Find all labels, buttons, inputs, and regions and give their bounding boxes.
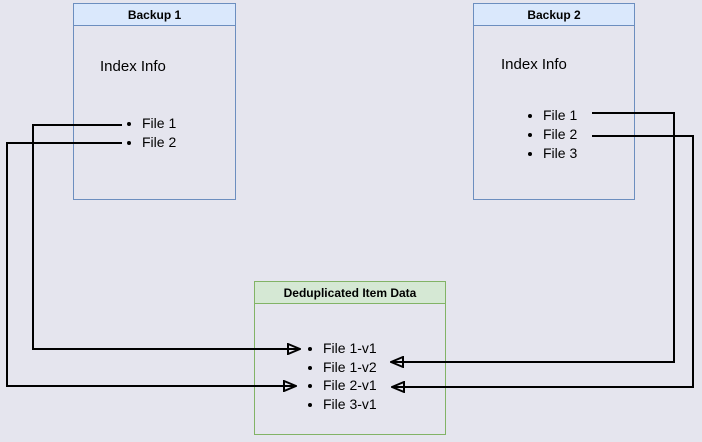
backup2-subtitle: Index Info	[501, 56, 567, 73]
backup1-title: Backup 1	[74, 4, 235, 26]
list-item: File 1-v2	[323, 358, 377, 377]
backup1-box: Backup 1 Index Info File 1 File 2	[73, 3, 236, 200]
backup2-file-list: File 1 File 2 File 3	[525, 106, 577, 163]
backup1-subtitle: Index Info	[100, 58, 166, 75]
dedup-box: Deduplicated Item Data File 1-v1 File 1-…	[254, 281, 446, 435]
backup2-box: Backup 2 Index Info File 1 File 2 File 3	[473, 3, 635, 200]
list-item: File 2	[543, 125, 577, 144]
backup2-title: Backup 2	[474, 4, 634, 26]
backup1-file-list: File 1 File 2	[124, 114, 176, 151]
list-item: File 3	[543, 144, 577, 163]
list-item: File 1	[543, 106, 577, 125]
list-item: File 1-v1	[323, 339, 377, 358]
dedup-item-list: File 1-v1 File 1-v2 File 2-v1 File 3-v1	[305, 339, 377, 413]
dedup-title: Deduplicated Item Data	[255, 282, 445, 304]
list-item: File 3-v1	[323, 395, 377, 414]
list-item: File 2	[142, 133, 176, 152]
list-item: File 2-v1	[323, 376, 377, 395]
list-item: File 1	[142, 114, 176, 133]
